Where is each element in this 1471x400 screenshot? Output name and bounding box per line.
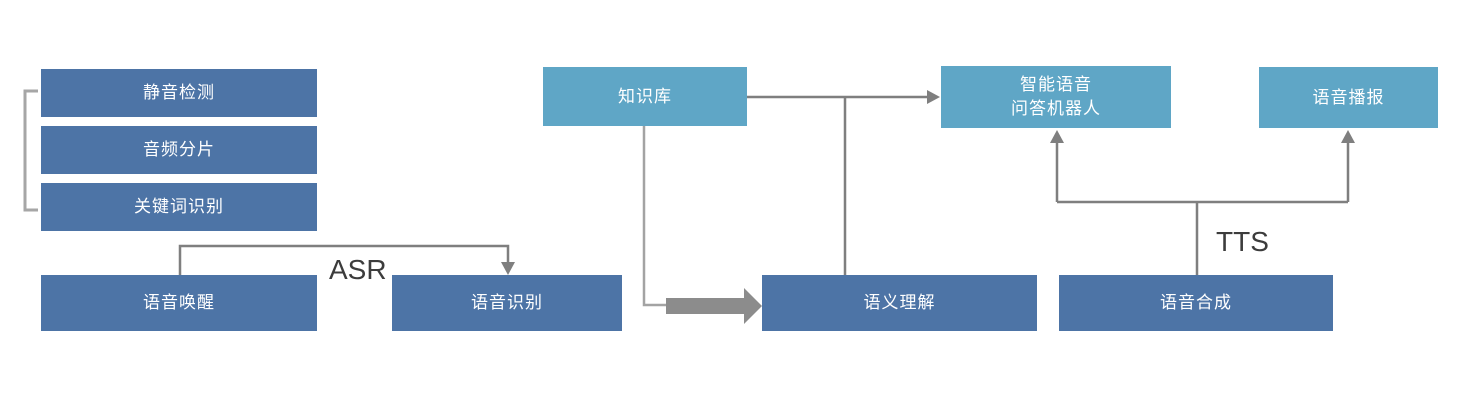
node-voice-wakeup: 语音唤醒 bbox=[41, 275, 317, 331]
node-speech-synthesis: 语音合成 bbox=[1059, 275, 1333, 331]
kb-to-semantic-stem bbox=[642, 126, 666, 307]
node-audio-slicing: 音频分片 bbox=[41, 126, 317, 174]
left-group-bracket bbox=[23, 89, 38, 212]
node-speech-recognition: 语音识别 bbox=[392, 275, 622, 331]
thick-arrow-into-semantic bbox=[666, 288, 762, 324]
node-qa-robot: 智能语音 问答机器人 bbox=[941, 66, 1171, 128]
tts-edge-label: TTS bbox=[1216, 226, 1269, 257]
node-keyword-recognition: 关键词识别 bbox=[41, 183, 317, 231]
node-knowledge-base: 知识库 bbox=[543, 67, 747, 126]
tts-connector-tree bbox=[1055, 141, 1350, 275]
asr-edge-label: ASR bbox=[329, 254, 387, 285]
tts-arrowhead-up-right bbox=[1341, 130, 1355, 143]
kb-to-robot-arrowhead-right bbox=[927, 90, 940, 104]
node-silence-detection: 静音检测 bbox=[41, 69, 317, 117]
tts-arrowhead-up-left bbox=[1050, 130, 1064, 143]
asr-arrowhead-down bbox=[501, 262, 515, 275]
node-semantic-understanding: 语义理解 bbox=[762, 275, 1037, 331]
node-voice-broadcast: 语音播报 bbox=[1259, 67, 1438, 128]
asr-connector-line bbox=[178, 244, 510, 275]
